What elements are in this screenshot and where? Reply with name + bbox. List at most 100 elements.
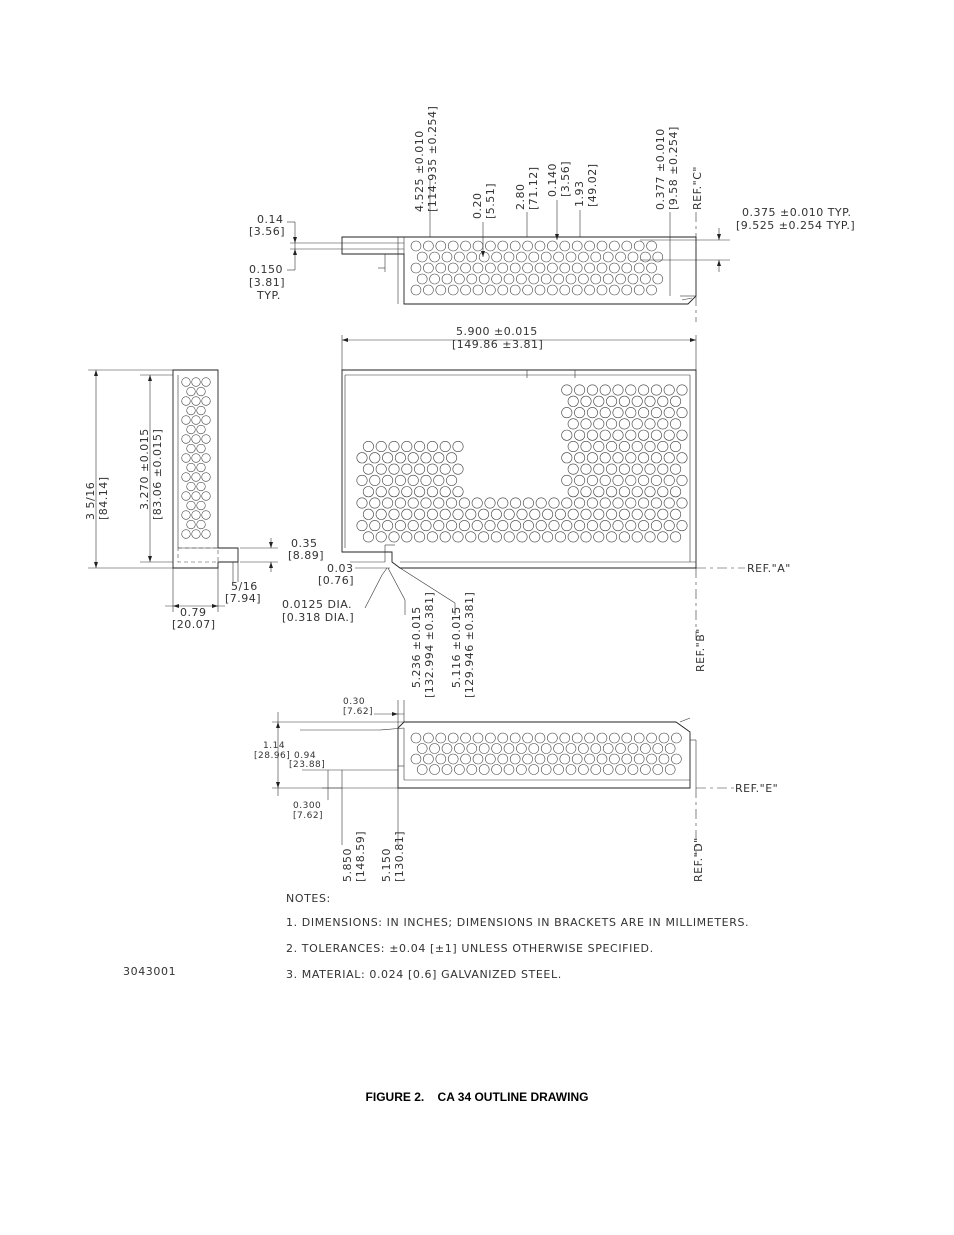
dim-0300-mm: [7.62] (293, 811, 323, 821)
dim-0140-in: 0.140 (546, 163, 559, 197)
dim-0377-mm: [9.58 ±0.254] (667, 126, 680, 210)
perforation-hole (356, 497, 368, 509)
dim-00125-in: 0.0125 DIA. (282, 598, 352, 611)
perforation-hole (201, 529, 211, 539)
perforation-hole (478, 251, 490, 263)
perforation-hole (516, 508, 528, 520)
perforation-hole (362, 508, 374, 520)
perforation-hole (426, 531, 438, 543)
perforation-hole (414, 463, 426, 475)
perforation-hole (196, 519, 206, 530)
perforation-hole (435, 262, 447, 274)
dim-5850-mm: [148.59] (354, 831, 367, 882)
perforation-hole (478, 531, 490, 543)
perforation-hole (663, 407, 675, 419)
dim-3270-in: 3.270 ±0.015 (138, 428, 151, 510)
perforation-hole (547, 284, 558, 296)
perforation-hole (627, 251, 639, 263)
perforation-hole (410, 284, 422, 296)
perforation-hole (571, 732, 583, 744)
perforation-hole (452, 486, 464, 498)
perforation-hole (497, 262, 509, 274)
perforation-hole (633, 284, 645, 296)
perforation-hole (567, 508, 579, 520)
perforation-hole (584, 240, 595, 252)
ref-b-label: REF."B" (694, 628, 707, 672)
perforation-hole (590, 764, 602, 775)
perforation-hole (606, 440, 618, 452)
perforation-hole (375, 463, 387, 475)
perforation-hole (638, 520, 650, 532)
perforation-hole (528, 743, 540, 754)
perforation-hole (621, 262, 633, 274)
perforation-hole (633, 753, 645, 765)
perforation-hole (631, 531, 643, 543)
perforation-hole (388, 463, 400, 475)
perforation-hole (584, 732, 595, 744)
perforation-hole (631, 463, 643, 475)
perforation-hole (652, 764, 664, 775)
perforation-hole (663, 497, 675, 509)
perforation-hole (670, 508, 682, 520)
dim-5900-in: 5.900 ±0.015 (456, 325, 538, 338)
perforation-hole (458, 497, 470, 509)
perforation-hole (565, 743, 577, 754)
perforation-hole (640, 743, 651, 754)
perforation-hole (609, 240, 620, 252)
dim-5850-in: 5.850 (341, 848, 354, 882)
perforation-hole (561, 520, 573, 532)
perforation-hole (191, 510, 201, 520)
note-item: 3. MATERIAL: 0.024 [0.6] GALVANIZED STEE… (286, 968, 562, 981)
perforation-hole (410, 262, 422, 274)
perforation-hole (510, 520, 522, 532)
perforation-hole (401, 486, 413, 498)
perforation-hole (621, 284, 633, 296)
perforation-hole (615, 764, 626, 775)
perforation-hole (478, 508, 490, 520)
perforation-hole (401, 463, 413, 475)
perforation-hole (657, 418, 669, 430)
perforation-hole (429, 251, 440, 263)
dim-5236-mm: [132.994 ±0.381] (423, 592, 436, 698)
perforation-hole (420, 474, 432, 486)
top-view-outline (341, 236, 697, 305)
perforation-hole (410, 240, 422, 252)
perforation-hole (454, 273, 465, 285)
perforation-hole (420, 452, 432, 464)
perforation-hole (584, 753, 595, 765)
perforation-hole (460, 240, 471, 252)
perforation-hole (565, 764, 577, 775)
perforation-hole (646, 284, 657, 296)
perforation-hole (369, 474, 381, 486)
front-view-labels: 5.900 ±0.015 [149.86 ±3.81] REF."A" REF.… (282, 325, 790, 698)
perforation-hole (593, 395, 605, 407)
perforation-hole (548, 520, 560, 532)
perforation-hole (612, 429, 624, 441)
perforation-hole (433, 474, 445, 486)
perforation-hole (612, 407, 624, 419)
perforation-hole (382, 474, 394, 486)
perforation-hole (602, 251, 614, 263)
perforation-hole (423, 732, 434, 744)
perforation-hole (615, 743, 626, 754)
perforation-hole (618, 440, 630, 452)
perforation-hole (447, 262, 459, 274)
perforation-hole (612, 384, 624, 396)
perforation-hole (509, 262, 521, 274)
perforation-hole (497, 497, 509, 509)
perforation-hole (618, 463, 630, 475)
perforation-hole (401, 531, 413, 543)
dim-014-mm: [3.56] (249, 225, 285, 238)
perforation-hole (375, 486, 387, 498)
perforation-hole (580, 531, 592, 543)
perforation-hole (452, 531, 464, 543)
perforation-hole (382, 497, 394, 509)
perforation-hole (435, 753, 447, 765)
ref-e-label: REF."E" (735, 782, 778, 795)
perforation-hole (191, 377, 201, 387)
perforation-hole (606, 418, 618, 430)
perforation-hole (602, 764, 614, 775)
perforation-hole (447, 732, 459, 744)
perforation-hole (426, 463, 438, 475)
perforation-hole (612, 497, 624, 509)
